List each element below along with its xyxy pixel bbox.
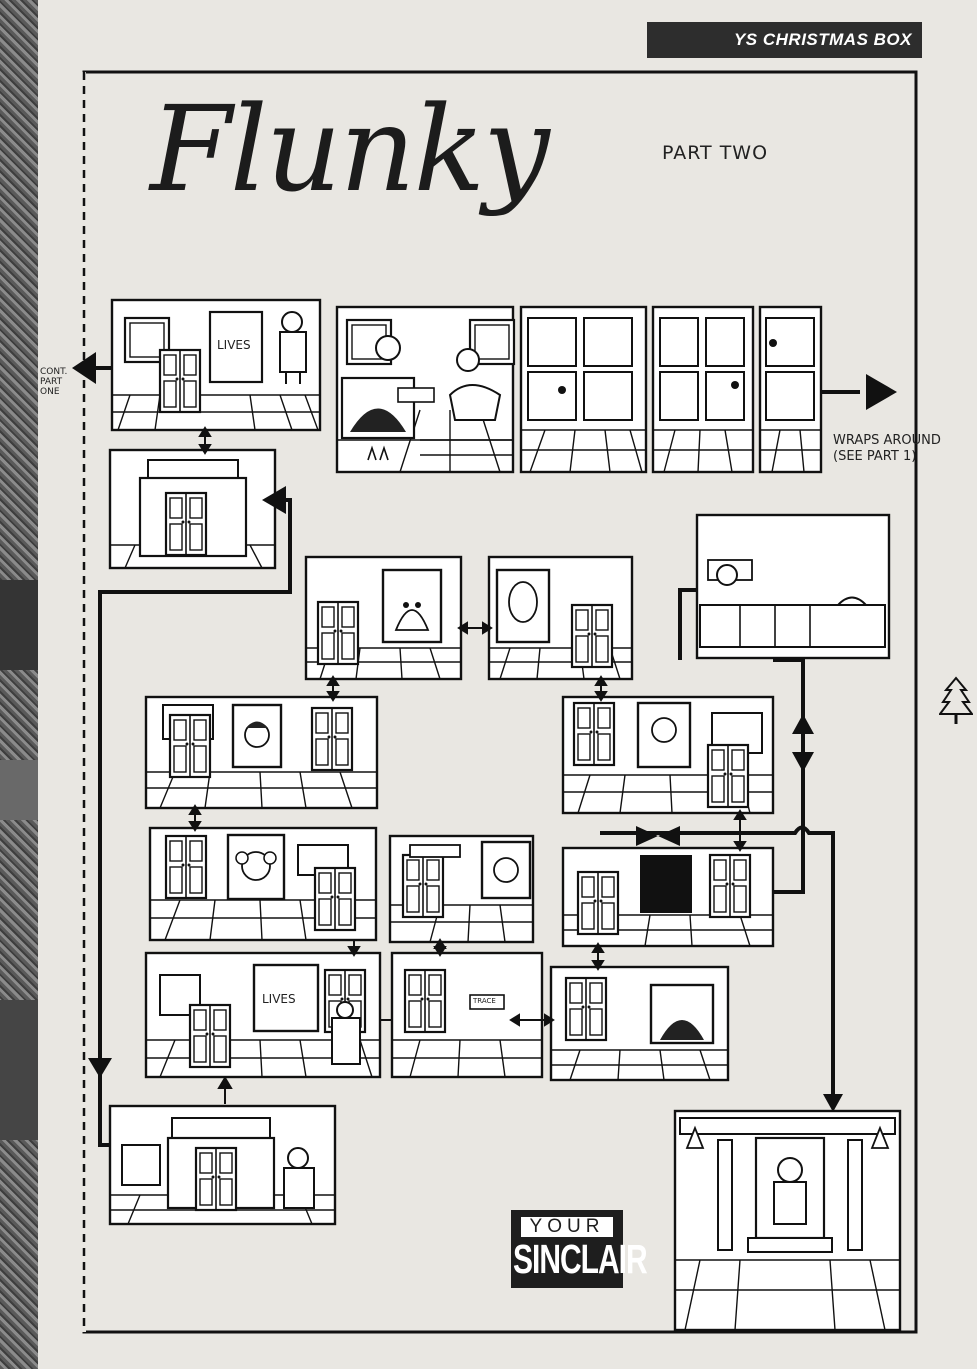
section-header: YS CHRISTMAS BOX xyxy=(647,22,922,58)
trace-label: TRACE xyxy=(473,997,496,1005)
game-title: Flunky xyxy=(150,80,550,218)
part-label: PART TWO xyxy=(662,142,769,164)
double-arrow-icon xyxy=(658,826,680,846)
arrow-up-icon xyxy=(792,714,814,734)
arrow-down-icon xyxy=(792,752,814,772)
your-sinclair-logo: YOUR SINCLAIR xyxy=(511,1210,648,1288)
arrow-left-icon xyxy=(262,486,286,514)
arrow-down-icon xyxy=(88,1058,112,1078)
wraps-note: WRAPS AROUND (SEE PART 1) xyxy=(833,433,941,464)
double-arrow-icon xyxy=(636,826,658,846)
continue-note: CONT. PART ONE xyxy=(40,367,68,397)
arrow-left-icon xyxy=(72,352,96,384)
arrow-right-icon xyxy=(866,374,897,410)
magazine-page-edge xyxy=(0,0,38,1369)
lives-label: LIVES xyxy=(262,992,296,1006)
christmas-tree-icon xyxy=(939,676,973,724)
arrow-down-icon xyxy=(823,1094,843,1112)
lives-label: LIVES xyxy=(217,338,251,352)
